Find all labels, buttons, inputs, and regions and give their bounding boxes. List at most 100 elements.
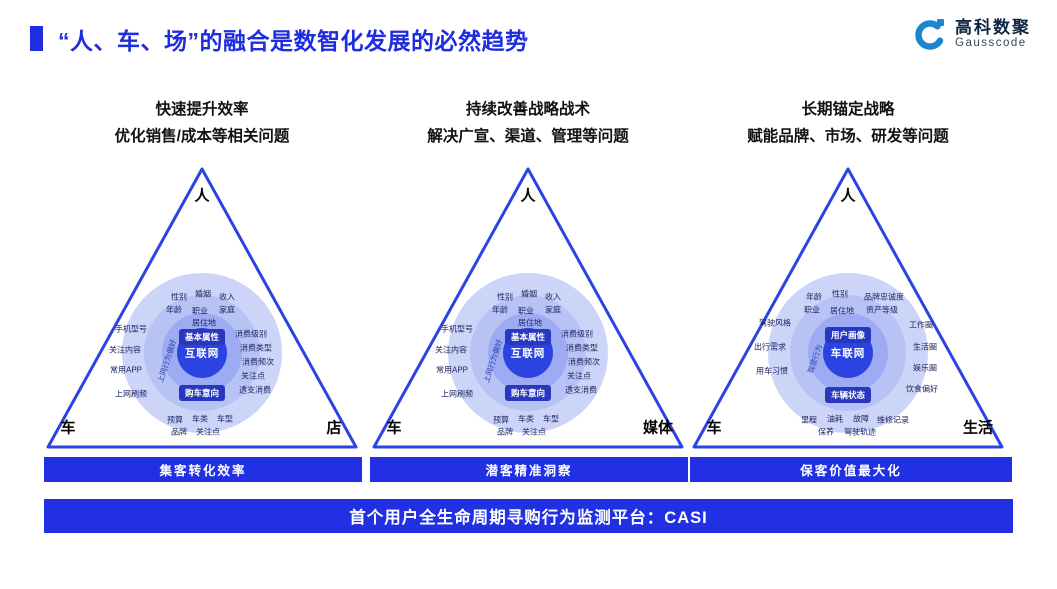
attr-label: 关注点 — [522, 427, 546, 437]
attr-label: 出行需求 — [754, 342, 786, 352]
attr-label: 家庭 — [219, 305, 235, 315]
attr-label: 家庭 — [545, 305, 561, 315]
attr-label: 消费类型 — [566, 343, 598, 353]
page-title: “人、车、场”的融合是数智化发展的必然趋势 — [58, 28, 529, 54]
attr-label: 品牌 — [497, 427, 513, 437]
category-box-top: 基本属性 — [504, 329, 552, 345]
attr-label: 关注点 — [567, 371, 591, 381]
attr-label: 故障 — [853, 414, 869, 424]
triangle-diagram-1: 人 车 店 性别 婚姻 收入 年龄 职业 家庭 居住地 基本属性 消费级别 消费… — [42, 163, 362, 455]
attr-label: 透支消费 — [239, 385, 271, 395]
attr-label: 关注点 — [241, 371, 265, 381]
column-heading-3: 长期锚定战略 赋能品牌、市场、研发等问题 — [688, 96, 1008, 150]
heading-line1: 长期锚定战略 — [801, 101, 895, 118]
vertex-label-right: 生活 — [962, 419, 994, 437]
footer-banner-label: 首个用户全生命周期寻购行为监测平台：CASI — [349, 509, 708, 527]
vertex-label-left: 车 — [60, 419, 76, 437]
attr-label: 消费级别 — [235, 329, 267, 339]
heading-line2: 优化销售/成本等相关问题 — [114, 128, 290, 146]
vertex-label-top: 人 — [520, 187, 536, 205]
attr-label: 消费类型 — [240, 343, 272, 353]
kpi-bar-3: 保客价值最大化 — [690, 457, 1012, 482]
attr-label: 生活圈 — [913, 342, 937, 352]
attr-label: 车型 — [217, 414, 233, 424]
attr-label: 常用APP — [435, 365, 469, 375]
attr-label: 常用APP — [109, 365, 143, 375]
attr-label: 上网刷频 — [115, 389, 147, 399]
attr-label: 消费频次 — [568, 357, 600, 367]
attr-label: 透支消费 — [565, 385, 597, 395]
heading-line1: 快速提升效率 — [155, 101, 249, 118]
triangle-diagram-2: 人 车 媒体 性别 婚姻 收入 年龄 职业 家庭 居住地 基本属性 消费级别 消… — [368, 163, 688, 455]
attr-label: 关注内容 — [109, 345, 141, 355]
attr-label: 油耗 — [827, 414, 843, 424]
attr-label: 消费频次 — [242, 357, 274, 367]
logo-text: 高科数聚 Gausscode — [955, 18, 1031, 51]
center-label: 互联网 — [184, 347, 220, 360]
attr-label: 手机型号 — [441, 324, 473, 334]
attr-label: 年龄 — [806, 292, 822, 302]
column-heading-2: 持续改善战略战术 解决广宣、渠道、管理等问题 — [368, 96, 688, 150]
kpi-bar-1: 集客转化效率 — [44, 457, 362, 482]
attr-label: 驾驶风格 — [759, 318, 791, 328]
attr-label: 收入 — [219, 292, 235, 302]
vertex-label-top: 人 — [194, 187, 210, 205]
attr-label: 车型 — [543, 414, 559, 424]
column-heading-1: 快速提升效率 优化销售/成本等相关问题 — [42, 96, 362, 150]
attr-label: 里程 — [801, 415, 817, 425]
attr-label: 饮食偏好 — [906, 384, 938, 394]
category-box-top: 基本属性 — [178, 329, 226, 345]
attr-label: 婚姻 — [521, 289, 537, 299]
vertex-label-left: 车 — [386, 419, 402, 437]
triangle-outline — [692, 167, 1004, 449]
title-bullet — [30, 26, 43, 51]
footer-banner: 首个用户全生命周期寻购行为监测平台：CASI — [44, 499, 1013, 533]
attr-label: 年龄 — [166, 305, 182, 315]
heading-line2: 解决广宣、渠道、管理等问题 — [427, 128, 629, 146]
attr-label: 资产等级 — [866, 305, 898, 315]
attr-label: 居住地 — [830, 306, 854, 316]
attr-label: 性别 — [832, 289, 848, 299]
attr-label: 用车习惯 — [756, 366, 788, 376]
attr-label: 手机型号 — [115, 324, 147, 334]
attr-label: 居住地 — [518, 318, 542, 328]
kpi-bar-label: 潜客精准洞察 — [485, 464, 573, 478]
attr-label: 保养 — [818, 427, 834, 437]
heading-line2: 赋能品牌、市场、研发等问题 — [747, 128, 949, 146]
center-label: 互联网 — [510, 347, 546, 360]
attr-label: 婚姻 — [195, 289, 211, 299]
attr-label: 职业 — [192, 306, 208, 316]
logo-text-en: Gausscode — [955, 37, 1027, 50]
category-box-bottom: 购车意向 — [178, 385, 226, 401]
kpi-bar-label: 集客转化效率 — [159, 464, 247, 478]
vertex-label-top: 人 — [840, 187, 856, 205]
kpi-bar-label: 保客价值最大化 — [800, 464, 902, 478]
heading-line1: 持续改善战略战术 — [465, 101, 590, 118]
attr-label: 维修记录 — [877, 415, 909, 425]
attr-label: 收入 — [545, 292, 561, 302]
attr-label: 关注点 — [196, 427, 220, 437]
attr-label: 消费级别 — [561, 329, 593, 339]
triangle-outline — [46, 167, 358, 449]
attr-label: 车类 — [518, 414, 534, 424]
attr-label: 品牌 — [171, 427, 187, 437]
attr-label: 性别 — [171, 292, 187, 302]
attr-label: 上网刷频 — [441, 389, 473, 399]
category-box-top: 用户画像 — [824, 327, 872, 343]
attr-label: 居住地 — [192, 318, 216, 328]
center-label: 车联网 — [830, 347, 866, 360]
gausscode-logo-icon — [915, 19, 945, 50]
attr-label: 职业 — [518, 306, 534, 316]
attr-label: 预算 — [493, 415, 509, 425]
logo: 高科数聚 Gausscode — [912, 16, 1031, 52]
kpi-bar-2: 潜客精准洞察 — [370, 457, 688, 482]
vertex-label-left: 车 — [706, 419, 722, 437]
attr-label: 预算 — [167, 415, 183, 425]
attr-label: 工作圈 — [909, 320, 933, 330]
attr-label: 驾驶轨迹 — [844, 427, 876, 437]
attr-label: 车类 — [192, 414, 208, 424]
attr-label: 品牌忠诚度 — [864, 292, 904, 302]
attr-label: 年龄 — [492, 305, 508, 315]
category-box-bottom: 购车意向 — [504, 385, 552, 401]
attr-label: 性别 — [497, 292, 513, 302]
